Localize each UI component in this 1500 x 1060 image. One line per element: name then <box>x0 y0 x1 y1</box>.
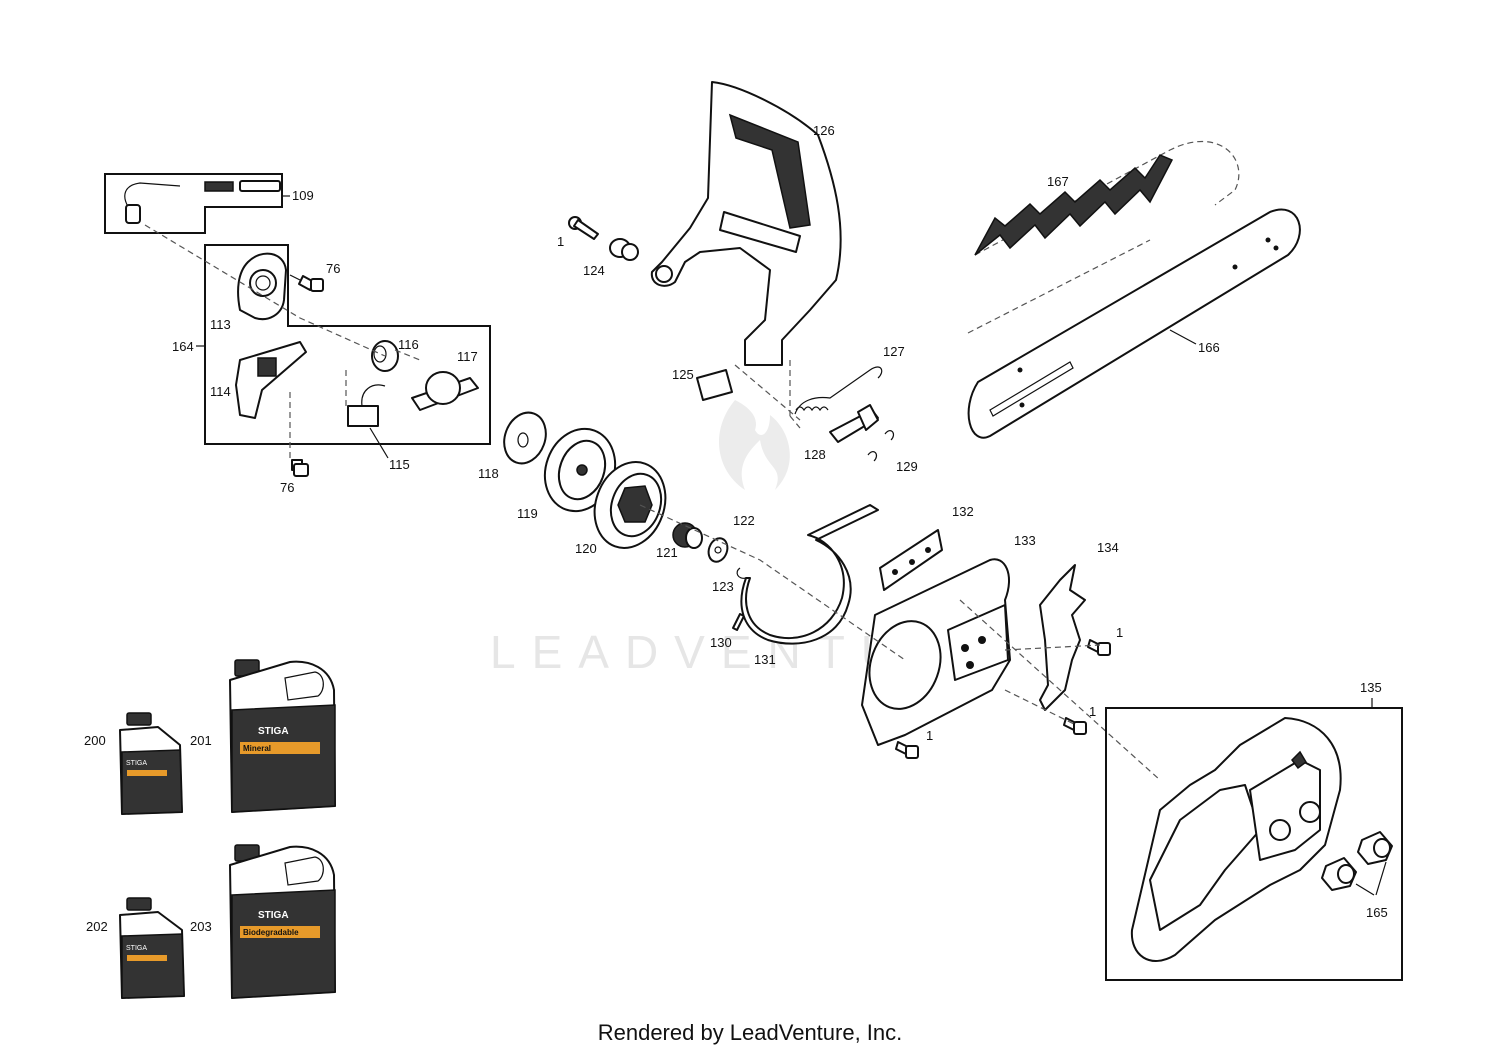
label-130: 130 <box>710 635 732 650</box>
part-129-clip[interactable] <box>867 430 895 462</box>
part-118-washer[interactable] <box>497 407 552 470</box>
part-119-clutch[interactable] <box>534 419 627 521</box>
label-125: 125 <box>672 367 694 382</box>
label-117: 117 <box>457 349 478 364</box>
label-122: 122 <box>733 513 755 528</box>
label-128: 128 <box>804 447 826 462</box>
part-132-plate[interactable] <box>879 529 943 591</box>
label-76-upper: 76 <box>326 261 340 276</box>
label-164: 164 <box>172 339 194 354</box>
label-116: 116 <box>398 337 419 352</box>
label-133: 133 <box>1014 533 1036 548</box>
label-118: 118 <box>478 466 499 481</box>
label-135: 135 <box>1360 680 1382 695</box>
part-167-saw-chain[interactable] <box>974 140 1240 256</box>
part-120-clutch-drum[interactable] <box>583 452 677 558</box>
label-165: 165 <box>1366 905 1388 920</box>
part-128-brake-lever[interactable] <box>829 404 879 443</box>
label-119: 119 <box>517 506 538 521</box>
label-123: 123 <box>712 579 734 594</box>
label-202: 202 <box>86 919 108 934</box>
part-121-needle-bearing[interactable] <box>672 522 703 549</box>
bottle-203[interactable]: STIGA Biodegradable <box>229 844 336 999</box>
part-122-washer[interactable] <box>705 536 730 565</box>
label-1-cover: 1 <box>926 728 933 743</box>
part-1-screw-spike-lower[interactable] <box>1063 717 1087 735</box>
part-135-side-cover[interactable] <box>1105 707 1403 981</box>
label-120: 120 <box>575 541 597 556</box>
label-109: 109 <box>292 188 314 203</box>
part-1-screw-spike-upper[interactable] <box>1087 639 1111 656</box>
bottle-202[interactable]: STIGA <box>119 897 185 999</box>
bottle-200[interactable]: STIGA <box>119 712 183 815</box>
label-1-spike-lower: 1 <box>1089 704 1096 719</box>
part-134-bumper-spike[interactable] <box>1039 564 1086 711</box>
part-124-bushing[interactable] <box>609 238 639 261</box>
bottle-203-text: Biodegradable <box>243 928 299 937</box>
bottle-201-brand: STIGA <box>258 726 289 737</box>
label-129: 129 <box>896 459 918 474</box>
label-121: 121 <box>656 545 678 560</box>
label-127: 127 <box>883 344 905 359</box>
part-126-front-hand-guard[interactable] <box>650 81 842 366</box>
part-165-nut[interactable] <box>1321 831 1393 896</box>
part-131-brake-band[interactable] <box>740 504 879 645</box>
part-117[interactable] <box>411 371 479 411</box>
part-109-oil-line[interactable] <box>104 173 290 234</box>
label-1-spike-upper: 1 <box>1116 625 1123 640</box>
label-1-guard: 1 <box>557 234 564 249</box>
label-201: 201 <box>190 733 212 748</box>
bottle-200-brand: STIGA <box>126 760 147 767</box>
label-126: 126 <box>813 123 835 138</box>
bottle-203-brand: STIGA <box>258 910 289 921</box>
part-115[interactable] <box>347 384 386 427</box>
part-1-screw-guard[interactable] <box>568 216 599 240</box>
label-134: 134 <box>1097 540 1119 555</box>
part-164-oil-pump-assembly[interactable] <box>196 244 491 445</box>
label-200: 200 <box>84 733 106 748</box>
label-113: 113 <box>210 317 231 332</box>
label-114: 114 <box>210 384 231 399</box>
label-115: 115 <box>389 457 410 472</box>
part-127-spring[interactable] <box>789 360 883 429</box>
label-124: 124 <box>583 263 605 278</box>
label-166: 166 <box>1198 340 1220 355</box>
label-132: 132 <box>952 504 974 519</box>
bottle-201[interactable]: STIGA Mineral <box>229 659 336 813</box>
label-203: 203 <box>190 919 212 934</box>
part-114[interactable] <box>235 341 307 419</box>
part-123-e-clip[interactable] <box>736 567 747 579</box>
part-76-screw-lower[interactable] <box>291 459 309 477</box>
part-133-clutch-cover[interactable] <box>858 558 1011 746</box>
label-131: 131 <box>754 652 776 667</box>
label-76-lower: 76 <box>280 480 294 495</box>
bottle-202-brand: STIGA <box>126 945 147 952</box>
part-113[interactable] <box>237 252 287 320</box>
part-166-guide-bar[interactable] <box>967 208 1301 439</box>
part-125-brake-block[interactable] <box>696 369 733 401</box>
label-167: 167 <box>1047 174 1069 189</box>
part-76-screw-upper[interactable] <box>298 275 324 292</box>
footer-credit: Rendered by LeadVenture, Inc. <box>597 1020 903 1045</box>
part-1-screw-cover[interactable] <box>895 741 919 759</box>
bottle-201-text: Mineral <box>243 744 271 753</box>
